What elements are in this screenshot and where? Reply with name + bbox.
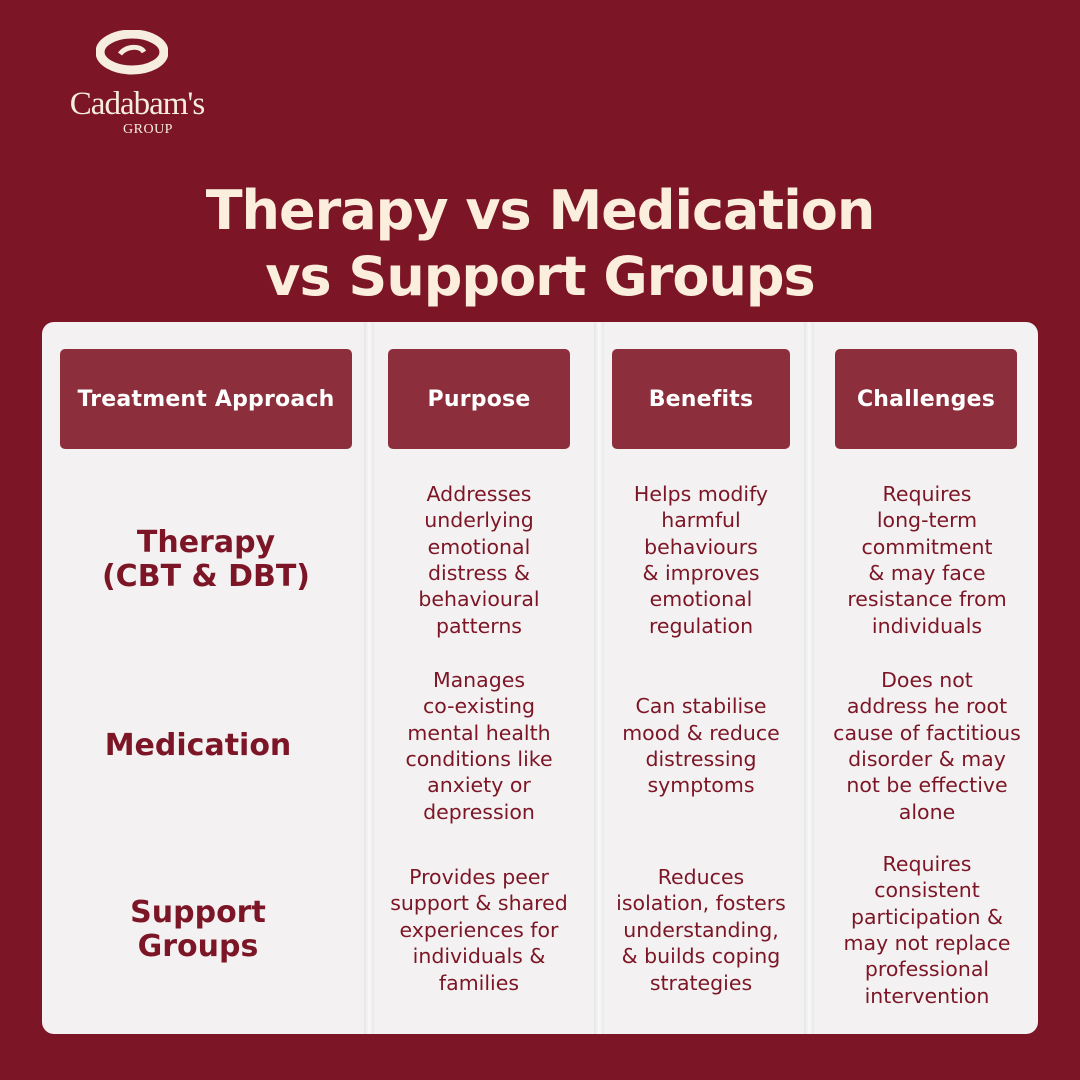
row-label-text: Support Groups (130, 895, 266, 964)
cell-text: Provides peer support & shared experienc… (390, 864, 568, 995)
cell-text: Requires consistent participation & may … (843, 851, 1011, 1008)
cell-text: Does not address he root cause of factit… (833, 667, 1021, 824)
cell-text: Addresses underlying emotional distress … (418, 481, 540, 638)
header-purpose: Purpose (388, 349, 570, 449)
header-benefits: Benefits (612, 349, 790, 449)
row-label-text: Therapy (CBT & DBT) (101, 525, 311, 594)
brand-subtitle: GROUP (123, 122, 173, 137)
cell-text: Requires long-term commitment & may face… (847, 481, 1007, 638)
column-divider (364, 322, 374, 1034)
row-label-medication: Medication (60, 658, 336, 834)
cell-therapy-benefits: Helps modify harmful behaviours & improv… (598, 472, 804, 648)
cell-support-purpose: Provides peer support & shared experienc… (372, 850, 586, 1010)
cell-support-benefits: Reduces isolation, fosters understanding… (598, 850, 804, 1010)
brand-logo: Cadabam's GROUP (52, 30, 222, 140)
cell-medication-benefits: Can stabilise mood & reduce distressing … (598, 658, 804, 834)
row-label-therapy: Therapy (CBT & DBT) (60, 472, 352, 648)
cell-text: Manages co-existing mental health condit… (405, 667, 553, 824)
cell-therapy-challenges: Requires long-term commitment & may face… (816, 472, 1038, 648)
header-challenges: Challenges (835, 349, 1017, 449)
swirl-logo-icon (96, 30, 168, 75)
cell-therapy-purpose: Addresses underlying emotional distress … (372, 472, 586, 648)
column-divider (804, 322, 814, 1034)
cell-medication-challenges: Does not address he root cause of factit… (816, 658, 1038, 834)
cell-text: Helps modify harmful behaviours & improv… (633, 481, 769, 638)
title-line-1: Therapy vs Medication (205, 179, 876, 242)
column-divider (594, 322, 604, 1034)
title-line-2: vs Support Groups (265, 245, 815, 308)
page-title: Therapy vs Medication vs Support Groups (0, 178, 1080, 310)
cell-support-challenges: Requires consistent participation & may … (816, 850, 1038, 1010)
comparison-table: Treatment Approach Purpose Benefits Chal… (42, 322, 1038, 1034)
row-label-text: Medication (104, 728, 292, 763)
cell-text: Can stabilise mood & reduce distressing … (622, 694, 780, 798)
cell-medication-purpose: Manages co-existing mental health condit… (372, 658, 586, 834)
brand-name: Cadabam's (69, 86, 205, 122)
row-label-support-groups: Support Groups (60, 850, 336, 1010)
header-treatment-approach: Treatment Approach (60, 349, 352, 449)
cell-text: Reduces isolation, fosters understanding… (616, 864, 786, 995)
